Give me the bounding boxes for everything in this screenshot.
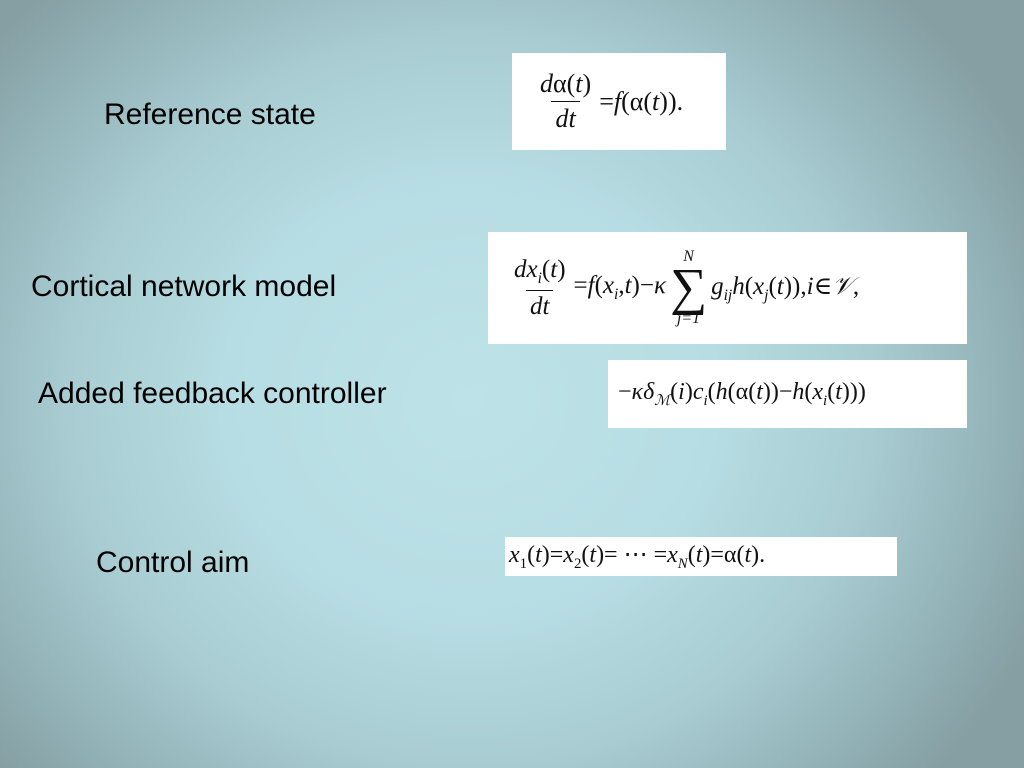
summation-symbol: N ∑ j=1 [669,247,708,328]
reference-state-label: Reference state [104,98,316,131]
added-feedback-controller-label: Added feedback controller [38,377,387,410]
derivative-fraction: dα(t) dt [540,69,592,133]
cortical-network-equation: dxi(t) dt =f(xi,t)−κ N ∑ j=1 gijh(xj(t))… [488,232,967,344]
control-aim-label: Control aim [96,546,250,579]
derivative-fraction: dxi(t) dt [514,255,566,320]
feedback-controller-equation: −κδℳ(i)ci(h(α(t))−h(xi(t))) [608,360,967,428]
reference-state-equation: dα(t) dt =f(α(t)). [512,53,726,150]
cortical-network-model-label: Cortical network model [31,270,337,303]
control-aim-equation: x1(t)=x2(t)= ⋯ =xN(t)=α(t). [505,537,897,576]
